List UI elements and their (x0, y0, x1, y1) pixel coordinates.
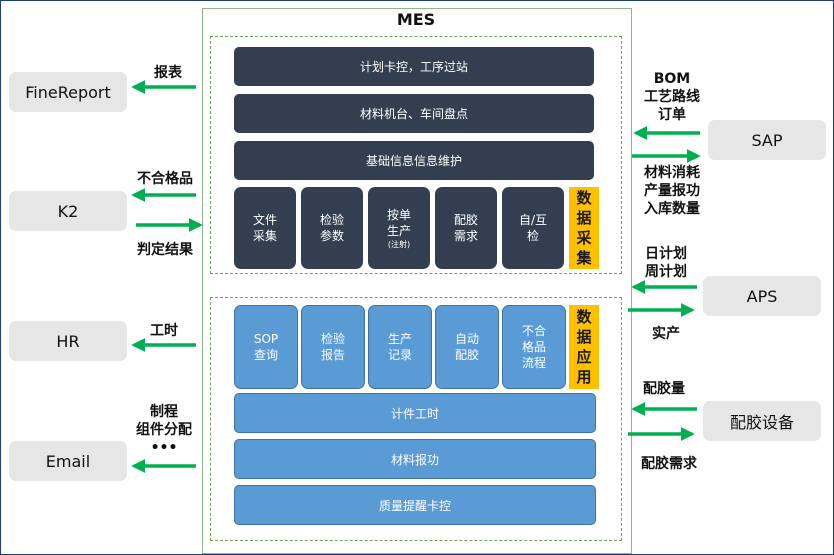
collect-box-dispensing-line1: 配胶 (453, 213, 478, 227)
system-k2: K2 (9, 191, 127, 231)
label-sap-outputs: 材料消耗 产量报功 入库数量 (634, 164, 710, 218)
system-email: Email (9, 441, 127, 481)
apply-box-sop-line2: 查询 (253, 348, 278, 362)
system-hr: HR (9, 321, 127, 361)
collect-box-inspection-line2: 参数 (319, 229, 344, 243)
label-sap-in-line1: BOM (653, 71, 691, 87)
collect-box-file: 文件 采集 (234, 187, 296, 269)
apply-box-record-line2: 记录 (387, 348, 412, 362)
collect-box-file-line1: 文件 (252, 213, 277, 227)
apply-box-nonconforming-flow: 不合 格品 流程 (502, 305, 566, 389)
apply-box-auto-line1: 自动 (454, 332, 479, 346)
collect-bar-plan-control: 计划卡控，工序过站 (234, 47, 594, 86)
label-email-line3: ••• (150, 440, 178, 456)
collect-box-selfcheck-line2: 检 (526, 229, 539, 243)
label-sap-out-line1: 材料消耗 (644, 165, 700, 181)
collect-box-dispensing-demand: 配胶 需求 (435, 187, 497, 269)
data-application-tag: 数 据 应 用 (569, 305, 599, 389)
label-judgement: 判定结果 (137, 242, 193, 258)
mes-title: MES (396, 10, 436, 29)
collect-box-order-line1: 按单 (386, 207, 411, 222)
collect-box-order-production: 按单 生产 (注射) (368, 187, 430, 269)
label-sap-inputs: BOM 工艺路线 订单 (634, 70, 710, 124)
label-sap-out-line2: 产量报功 (644, 183, 700, 199)
apply-box-report-line2: 报告 (320, 348, 345, 362)
label-dispensing-output: 配胶需求 (641, 456, 697, 472)
apply-box-sop-line1: SOP (253, 332, 279, 346)
collect-tag-char4: 集 (576, 249, 592, 267)
collect-box-dispensing-line2: 需求 (453, 229, 478, 243)
system-aps: APS (703, 276, 821, 316)
label-email-content: 制程 组件分配 ••• (126, 403, 202, 457)
apply-box-flow-line3: 流程 (521, 356, 546, 370)
apply-bar-material-report: 材料报功 (234, 439, 596, 479)
apply-box-production-record: 生产 记录 (368, 305, 432, 389)
apply-box-flow-line1: 不合 (521, 324, 546, 338)
collect-box-inspection-params: 检验 参数 (301, 187, 363, 269)
collect-box-selfcheck-line1: 自/互 (518, 213, 548, 227)
label-sap-in-line2: 工艺路线 (644, 89, 700, 105)
label-aps-inputs: 日计划 周计划 (634, 245, 698, 281)
apply-box-auto-dispensing: 自动 配胶 (435, 305, 499, 389)
label-report: 报表 (154, 65, 182, 81)
apply-box-flow-line2: 格品 (521, 340, 546, 354)
collect-tag-char1: 数 (576, 189, 592, 207)
label-aps-in-line2: 周计划 (645, 264, 687, 280)
label-email-line1: 制程 (150, 404, 178, 420)
collect-bar-basic-info: 基础信息信息维护 (234, 141, 594, 180)
label-dispensing-input: 配胶量 (643, 381, 685, 397)
system-dispensing-equipment: 配胶设备 (703, 401, 821, 441)
apply-box-report-line1: 检验 (320, 332, 345, 346)
label-sap-out-line3: 入库数量 (644, 201, 700, 217)
collect-box-file-line2: 采集 (252, 229, 277, 243)
label-nonconforming: 不合格品 (137, 171, 193, 187)
label-email-line2: 组件分配 (136, 422, 192, 438)
apply-box-record-line1: 生产 (387, 332, 412, 346)
data-collection-section (210, 36, 622, 274)
label-worktime: 工时 (150, 323, 178, 339)
apply-bar-quality-alert: 质量提醒卡控 (234, 485, 596, 525)
collect-box-inspection-line1: 检验 (319, 213, 344, 227)
data-collection-tag: 数 据 采 集 (569, 187, 599, 269)
apply-tag-char2: 据 (576, 328, 592, 346)
collect-box-self-check: 自/互 检 (502, 187, 564, 269)
apply-box-inspection-report: 检验 报告 (301, 305, 365, 389)
collect-tag-char2: 据 (576, 209, 592, 227)
system-finereport: FineReport (9, 72, 127, 112)
apply-tag-char4: 用 (576, 368, 592, 386)
collect-tag-char3: 采 (576, 229, 592, 247)
label-sap-in-line3: 订单 (658, 107, 686, 123)
label-aps-output: 实产 (652, 326, 680, 342)
system-sap: SAP (708, 120, 826, 160)
collect-bar-material-inventory: 材料机台、车间盘点 (234, 94, 594, 133)
apply-bar-piecework: 计件工时 (234, 393, 596, 433)
data-application-section (210, 297, 622, 541)
label-aps-in-line1: 日计划 (645, 246, 687, 262)
apply-box-auto-line2: 配胶 (454, 348, 479, 362)
apply-box-sop: SOP 查询 (234, 305, 298, 389)
apply-tag-char1: 数 (576, 308, 592, 326)
collect-box-order-note: (注射) (387, 239, 411, 249)
collect-box-order-line2: 生产 (386, 223, 411, 238)
apply-tag-char3: 应 (576, 348, 592, 366)
